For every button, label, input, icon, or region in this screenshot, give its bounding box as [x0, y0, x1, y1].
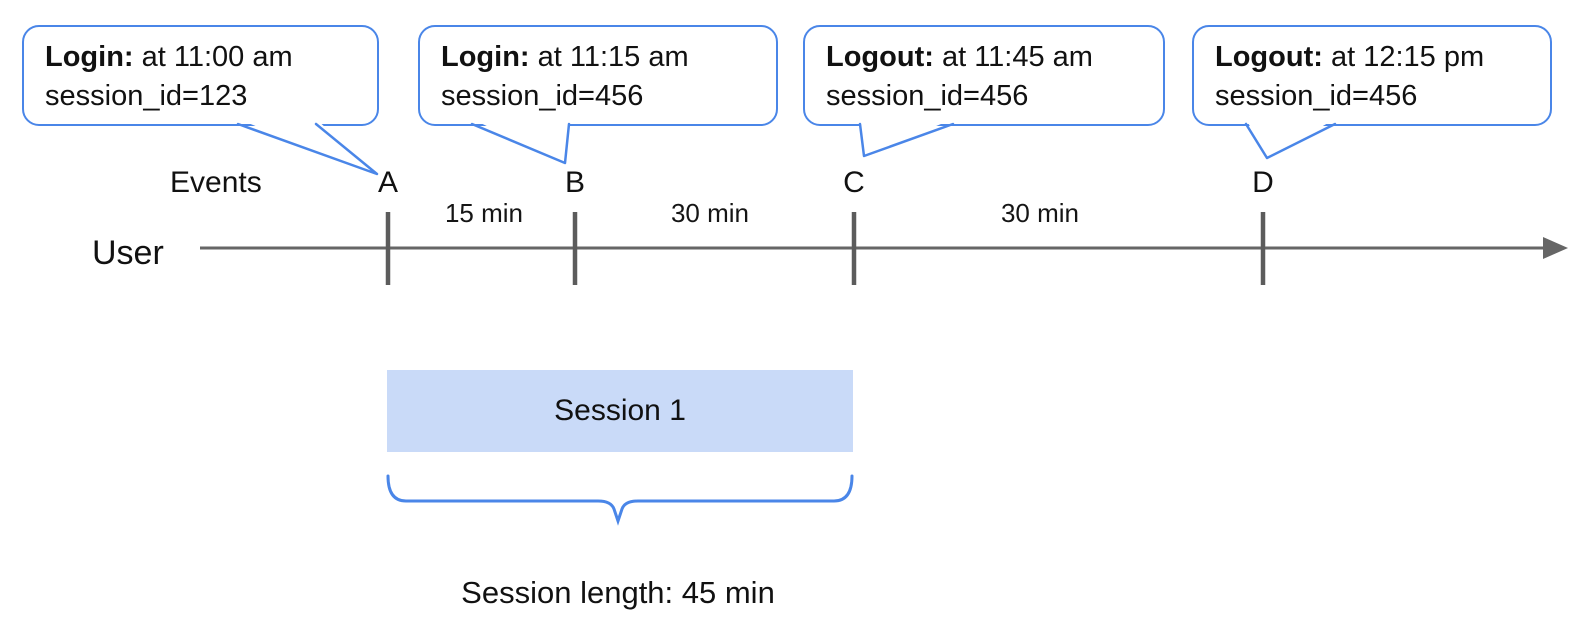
callout-bubble-event-b: Login: at 11:15 am session_id=456: [418, 25, 778, 126]
event-label-d: D: [1252, 166, 1274, 199]
session-1-label: Session 1: [554, 394, 686, 427]
timeline-arrowhead-icon: [1543, 237, 1568, 259]
session-length-caption: Session length: 45 min: [461, 575, 775, 610]
callout-event-type: Logout:: [1215, 41, 1323, 73]
callout-event-line: Login: at 11:00 am: [45, 38, 359, 77]
callout-event-time: at 11:15 am: [529, 41, 689, 73]
event-label-b: B: [564, 166, 586, 199]
event-label-a: A: [377, 166, 399, 199]
callout-event-type: Login:: [441, 41, 530, 73]
session-1-box: Session 1: [387, 370, 853, 452]
events-label: Events: [170, 166, 262, 199]
callout-session-id: session_id=456: [1215, 80, 1418, 112]
session-brace: [386, 474, 854, 526]
callout-session-id: session_id=123: [45, 80, 248, 112]
callout-event-time: at 11:45 am: [933, 41, 1093, 73]
callout-bubble-event-d: Logout: at 12:15 pm session_id=456: [1192, 25, 1552, 126]
callout-event-time: at 11:00 am: [133, 41, 293, 73]
interval-label-ab: 15 min: [444, 198, 524, 228]
user-row-label: User: [92, 234, 164, 272]
callout-event-line: Logout: at 11:45 am: [826, 38, 1145, 77]
interval-label-bc: 30 min: [670, 198, 750, 228]
callout-event-line: Login: at 11:15 am: [441, 38, 758, 77]
callout-event-time: at 12:15 pm: [1322, 41, 1485, 73]
callout-event-type: Logout:: [826, 41, 934, 73]
callout-bubble-event-a: Login: at 11:00 am session_id=123: [22, 25, 379, 126]
callout-event-line: Logout: at 12:15 pm: [1215, 38, 1532, 77]
interval-label-cd: 30 min: [1000, 198, 1080, 228]
callout-session-id: session_id=456: [826, 80, 1029, 112]
event-label-c: C: [843, 166, 865, 199]
callout-bubble-event-c: Logout: at 11:45 am session_id=456: [803, 25, 1165, 126]
callout-session-id: session_id=456: [441, 80, 644, 112]
callout-event-type: Login:: [45, 41, 134, 73]
